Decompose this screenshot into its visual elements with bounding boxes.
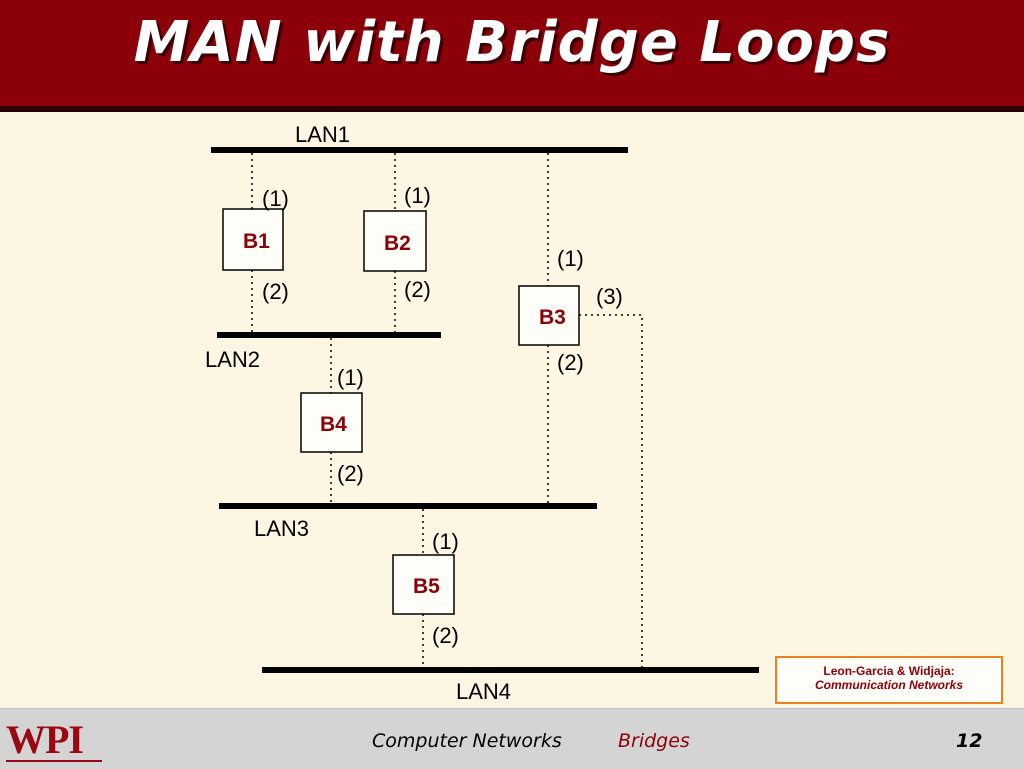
bridge-b1-label: B1 xyxy=(243,230,270,253)
bridge-loop-diagram: B1 B2 B3 B4 B5 LAN1 LAN2 LAN3 LAN4 (1) (… xyxy=(205,122,759,704)
bridge-b2-box xyxy=(363,210,427,272)
b4-port2-label: (2) xyxy=(337,461,364,486)
bridge-b1-box xyxy=(222,208,284,271)
b3-port2-label: (2) xyxy=(557,350,584,375)
b4-port1-label: (1) xyxy=(337,365,364,390)
bridge-b3-box xyxy=(518,285,580,346)
b5-port2-label: (2) xyxy=(432,623,459,648)
bridge-b5-box xyxy=(392,554,455,615)
citation-book: Communication Networks xyxy=(814,678,964,692)
b3-port3-label: (3) xyxy=(596,284,623,309)
course-title: Computer Networks xyxy=(372,730,562,752)
page-number: 12 xyxy=(956,730,983,752)
citation-authors: Leon-Garcia & Widjaja: xyxy=(823,664,955,678)
bridge-b4-box xyxy=(300,392,363,453)
bridge-b4-label: B4 xyxy=(320,413,347,436)
b1-port2-label: (2) xyxy=(262,279,289,304)
footer-bar xyxy=(0,708,1024,769)
lan1-label: LAN1 xyxy=(295,122,350,147)
lan2-label: LAN2 xyxy=(205,347,260,372)
bridge-b5-label: B5 xyxy=(413,575,440,598)
b5-port1-label: (1) xyxy=(432,529,459,554)
b2-port1-label: (1) xyxy=(404,183,431,208)
slide-title: MAN with Bridge Loops xyxy=(133,10,891,75)
lan4-label: LAN4 xyxy=(456,679,511,704)
b1-port1-label: (1) xyxy=(262,186,289,211)
b3-link-lan4 xyxy=(579,314,643,667)
bridge-b2-label: B2 xyxy=(384,232,411,255)
b2-port2-label: (2) xyxy=(404,277,431,302)
b3-port1-label: (1) xyxy=(557,246,584,271)
wpi-logo: WPI xyxy=(6,717,84,762)
lan3-label: LAN3 xyxy=(254,516,309,541)
topic-title: Bridges xyxy=(618,730,690,752)
bridge-b3-label: B3 xyxy=(539,306,566,329)
citation-box: Leon-Garcia & Widjaja: Communication Net… xyxy=(775,656,1003,704)
logo-underline xyxy=(6,760,102,762)
title-bar: MAN with Bridge Loops xyxy=(0,0,1024,112)
